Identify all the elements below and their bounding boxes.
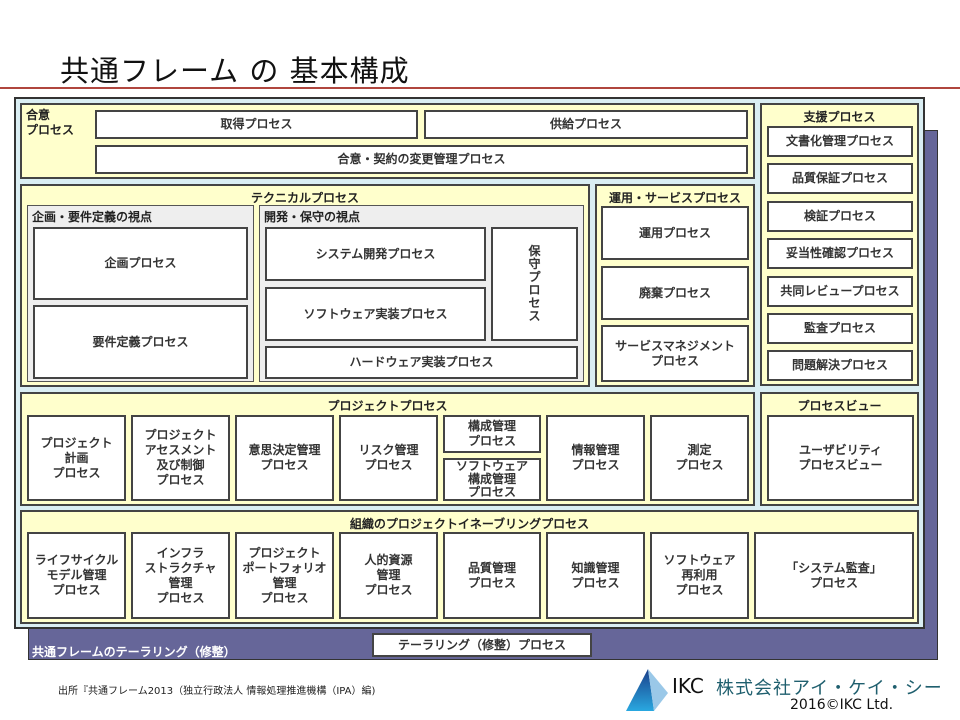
project-item: 測定 プロセス (650, 415, 749, 501)
project-item: リスク管理 プロセス (339, 415, 438, 501)
agreement-change-process: 合意・契約の変更管理プロセス (95, 145, 748, 174)
tailoring-label: 共通フレームのテーラリング（修整） (32, 645, 236, 659)
hardware-implementation-process: ハードウェア実装プロセス (265, 346, 578, 379)
copyright: 2016©IKC Ltd. (790, 697, 894, 713)
logo-text: IKC (672, 674, 704, 698)
project-item: 情報管理 プロセス (546, 415, 645, 501)
ikc-logo-icon (626, 669, 668, 711)
operation-item: 運用プロセス (601, 206, 749, 260)
project-item: プロジェクト 計画 プロセス (27, 415, 126, 501)
enabling-item: ライフサイクル モデル管理 プロセス (27, 532, 126, 619)
project-header: プロジェクトプロセス (327, 399, 448, 413)
company-name: 株式会社アイ・ケイ・シー (716, 678, 943, 699)
technical-header: テクニカルプロセス (250, 191, 359, 205)
enabling-item: プロジェクト ポートフォリオ 管理 プロセス (235, 532, 334, 619)
project-item: プロジェクト アセスメント 及び制御 プロセス (131, 415, 230, 501)
operation-header: 運用・サービスプロセス (608, 191, 741, 205)
project-item: 意思決定管理 プロセス (235, 415, 334, 501)
maintenance-process: 保 守 プ ロ セ ス (491, 227, 578, 341)
acquisition-process: 取得プロセス (95, 110, 418, 139)
enabling-item: インフラ ストラクチャ 管理 プロセス (131, 532, 230, 619)
system-development-process: システム開発プロセス (265, 227, 486, 281)
title-divider (0, 87, 960, 89)
tailoring-process: テーラリング（修整）プロセス (372, 633, 592, 657)
enabling-header: 組織のプロジェクトイネーブリングプロセス (349, 517, 590, 531)
support-item: 妥当性確認プロセス (767, 238, 913, 269)
planning-process: 企画プロセス (33, 227, 248, 300)
project-item: ソフトウェア 構成管理 プロセス (443, 458, 541, 501)
enabling-item: 品質管理 プロセス (443, 532, 541, 619)
enabling-item: 人的資源 管理 プロセス (339, 532, 438, 619)
support-item: 文書化管理プロセス (767, 126, 913, 157)
support-item: 監査プロセス (767, 313, 913, 344)
enabling-item: 「システム監査」 プロセス (754, 532, 914, 619)
requirements-process: 要件定義プロセス (33, 305, 248, 379)
project-item: 構成管理 プロセス (443, 415, 541, 453)
enabling-item: 知識管理 プロセス (546, 532, 645, 619)
planning-view-label: 企画・要件定義の視点 (32, 210, 153, 224)
source-citation: 出所『共通フレーム2013（独立行政法人 情報処理推進機構（IPA）編) (58, 686, 376, 697)
support-item: 問題解決プロセス (767, 350, 913, 381)
enabling-item: ソフトウェア 再利用 プロセス (650, 532, 749, 619)
operation-item: 廃棄プロセス (601, 266, 749, 320)
support-item: 共同レビュープロセス (767, 276, 913, 307)
operation-item: サービスマネジメント プロセス (601, 325, 749, 382)
support-item: 品質保証プロセス (767, 163, 913, 194)
support-header: 支援プロセス (803, 110, 876, 124)
development-view-label: 開発・保守の視点 (264, 210, 361, 224)
process-view-header: プロセスビュー (797, 399, 882, 413)
page-title: 共通フレーム の 基本構成 (60, 54, 410, 88)
support-item: 検証プロセス (767, 201, 913, 232)
supply-process: 供給プロセス (424, 110, 748, 139)
usability-process-view: ユーザビリティ プロセスビュー (767, 415, 914, 501)
software-implementation-process: ソフトウェア実装プロセス (265, 287, 486, 341)
agreement-label: 合意 プロセス (26, 108, 75, 137)
